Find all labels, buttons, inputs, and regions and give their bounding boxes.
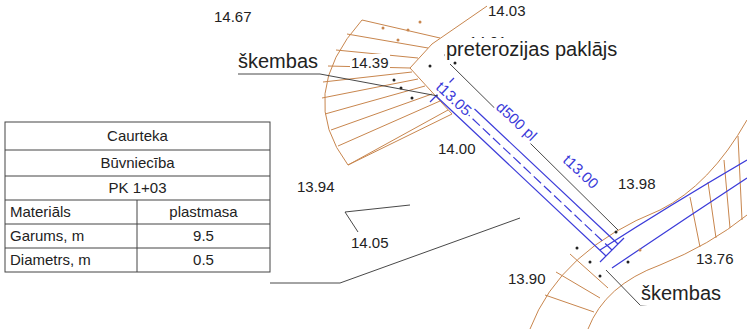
elevation: 13.98 (617, 175, 657, 192)
elevation: 14.05 (350, 234, 390, 251)
callout-text: škembas (237, 50, 319, 73)
table-cell: Garums, m (9, 227, 85, 244)
table-cell: PK 1+03 (6, 179, 269, 196)
elevation: 14.67 (213, 8, 253, 25)
invert-level: t13.00 (559, 150, 603, 192)
callout-text: škembas (640, 282, 722, 305)
table-cell: plastmasa (138, 203, 269, 220)
elevation: 14.39 (350, 54, 390, 71)
elevation: 14.00 (437, 140, 477, 157)
callout-text: preterozijas paklājs (445, 38, 618, 61)
info-table (5, 122, 270, 272)
elevation: 14.03 (487, 2, 527, 19)
right-slope (530, 120, 747, 329)
elevation: 13.76 (695, 250, 735, 267)
table-cell: Būvniecība (6, 154, 269, 171)
elevation: 13.90 (507, 270, 547, 287)
left-slope (322, 4, 490, 165)
elevation: 13.94 (296, 178, 336, 195)
pipe (430, 78, 624, 262)
ditch-channel (600, 160, 747, 268)
leader-lines (238, 64, 716, 305)
stone-dots (382, 21, 642, 278)
table-cell: Materiāls (9, 203, 72, 220)
table-cell: 9.5 (138, 227, 269, 244)
table-cell: Diametrs, m (9, 251, 92, 268)
pipe-size: d500 pl (492, 97, 541, 145)
table-cell: 0.5 (138, 251, 269, 268)
table-cell: Caurteka (6, 127, 269, 144)
